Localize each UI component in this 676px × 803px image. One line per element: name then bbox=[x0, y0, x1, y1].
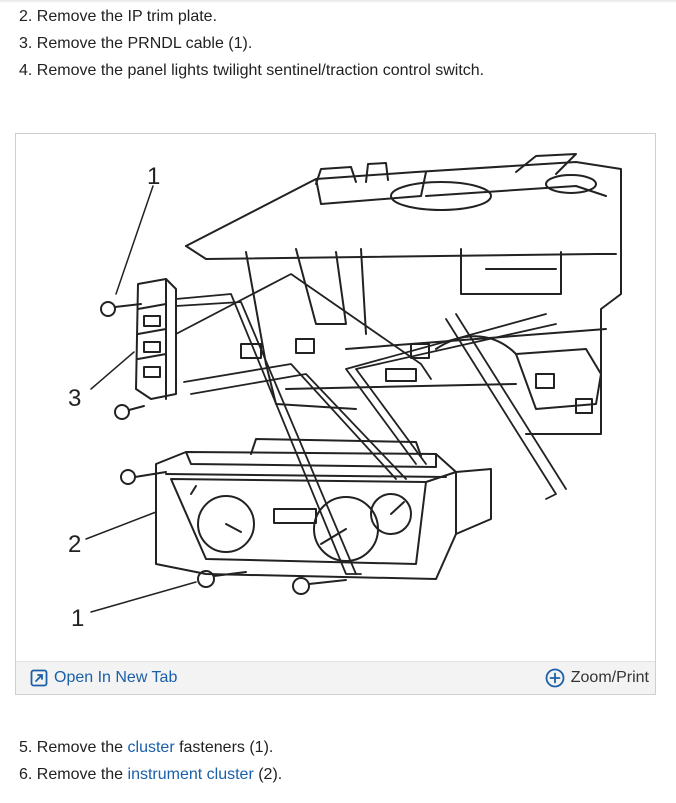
step-item: 6. Remove the instrument cluster (2). bbox=[19, 766, 283, 783]
open-external-icon bbox=[30, 669, 48, 687]
instrument-cluster-link[interactable]: instrument cluster bbox=[127, 766, 254, 783]
step-item: 5. Remove the cluster fasteners (1). bbox=[19, 739, 274, 756]
step-item: 4. Remove the panel lights twilight sent… bbox=[19, 62, 485, 79]
instruction-steps-before: 2. Remove the IP trim plate. 3. Remove t… bbox=[19, 3, 484, 84]
top-shadow-bar bbox=[0, 0, 676, 3]
instruction-steps-after: 5. Remove the cluster fasteners (1). 6. … bbox=[19, 734, 282, 788]
callout-1-top: 1 bbox=[147, 163, 160, 190]
zoom-print-label: Zoom/Print bbox=[570, 669, 649, 686]
zoom-print-button[interactable]: Zoom/Print bbox=[545, 668, 649, 688]
open-in-new-tab-button[interactable]: Open In New Tab bbox=[30, 669, 177, 687]
figure-toolbar: Open In New Tab Zoom/Print bbox=[16, 661, 655, 694]
callout-3: 3 bbox=[68, 385, 81, 412]
step-item: 3. Remove the PRNDL cable (1). bbox=[19, 35, 253, 52]
open-in-new-tab-label: Open In New Tab bbox=[54, 669, 178, 686]
cluster-link[interactable]: cluster bbox=[127, 739, 175, 756]
instrument-cluster-diagram: 1 3 2 1 bbox=[68, 153, 622, 632]
callout-2: 2 bbox=[68, 531, 81, 558]
step-item: 2. Remove the IP trim plate. bbox=[19, 8, 218, 25]
diagram-figure: 1 3 2 1 Open In New Tab Zoom/Print bbox=[15, 133, 656, 695]
plus-circle-icon bbox=[545, 668, 565, 688]
callout-1-bottom: 1 bbox=[71, 605, 84, 632]
